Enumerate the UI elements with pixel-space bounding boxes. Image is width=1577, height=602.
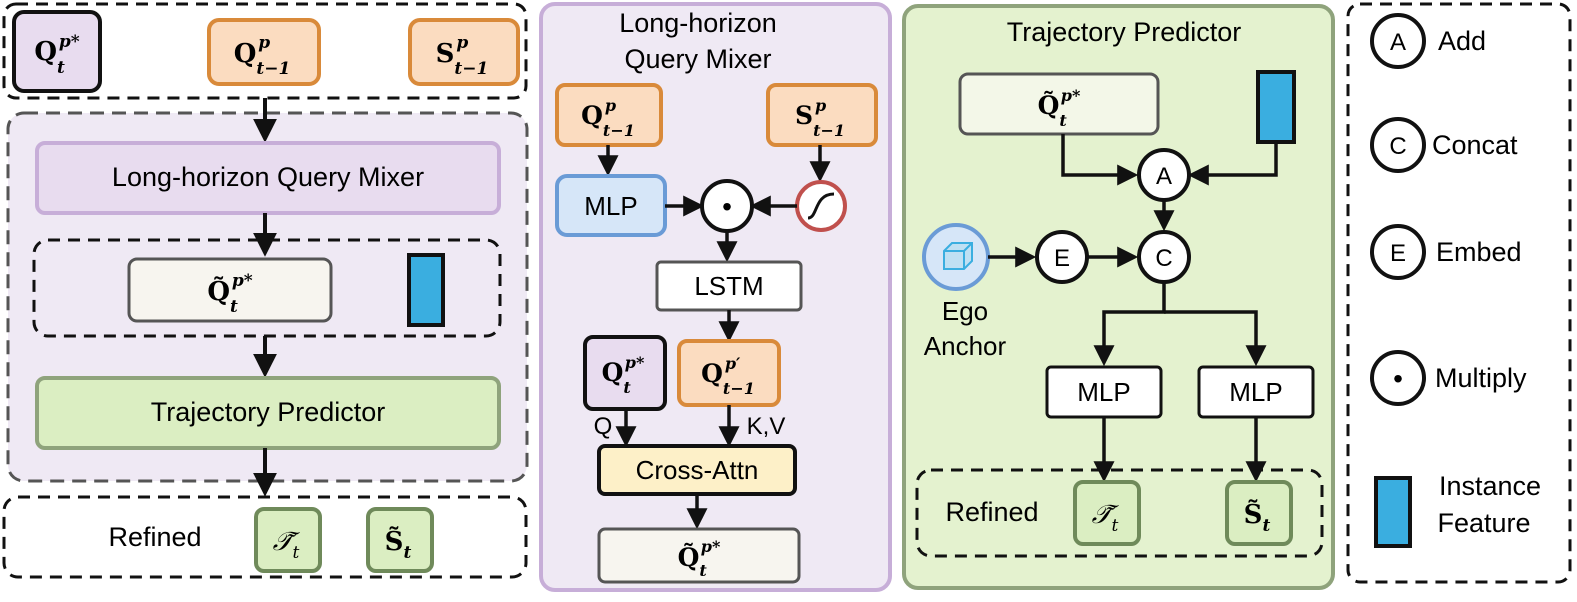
svg-text:Qtp*: Qtp* xyxy=(602,353,645,397)
ego-label-line1: Ego xyxy=(942,296,988,326)
mixer-q-prev[interactable]: Qt−1p xyxy=(555,83,663,147)
svg-text:A: A xyxy=(1390,29,1406,56)
svg-text:Q̃tp*: Q̃tp* xyxy=(678,537,721,580)
arrow-qtilde-to-add xyxy=(1061,134,1139,186)
ego-anchor-icon xyxy=(922,223,990,291)
mixer-s-prev[interactable]: St−1p xyxy=(766,83,878,147)
svg-text:St−1p: St−1p xyxy=(795,96,845,140)
svg-text:C: C xyxy=(1155,245,1172,272)
legend-item-add: A Add xyxy=(1370,13,1486,69)
predictor-detail-panel: Trajectory Predictor Q̃tp* A Ego Anchor … xyxy=(902,4,1335,590)
svg-text:MLP: MLP xyxy=(1077,377,1130,407)
svg-text:Qt−1p′: Qt−1p′ xyxy=(701,354,755,398)
mixer-sigmoid-node[interactable] xyxy=(795,180,847,232)
predictor-add-node[interactable]: A xyxy=(1137,148,1191,202)
mixer-title-line2: Query Mixer xyxy=(624,44,771,74)
svg-text:•: • xyxy=(1393,363,1403,394)
inputs-container xyxy=(2,2,528,100)
svg-text:Qt−1p: Qt−1p xyxy=(234,33,291,79)
overview-output-traj[interactable]: 𝒯̃t xyxy=(254,507,322,573)
svg-text:S̃t: S̃t xyxy=(1244,499,1271,536)
svg-text:A: A xyxy=(1156,163,1172,190)
svg-text:C: C xyxy=(1389,133,1406,160)
predictor-concat-node[interactable]: C xyxy=(1137,230,1191,284)
legend-panel: A Add C Concat E Embed • Multiply Instan… xyxy=(1346,2,1572,584)
mixer-lstm-box[interactable]: LSTM xyxy=(655,260,803,312)
svg-text:E: E xyxy=(1054,245,1070,272)
legend-item-embed: E Embed xyxy=(1370,224,1522,280)
predictor-output-traj[interactable]: 𝒯̃t xyxy=(1073,480,1141,546)
input-q-prev[interactable]: Qt−1p xyxy=(207,18,321,86)
outputs-container xyxy=(2,495,528,579)
overview-panel: Qtp* Qt−1p St−1p Long-horizon Query Mixe… xyxy=(2,2,529,579)
predictor-instance-feature xyxy=(1256,70,1296,144)
svg-text:E: E xyxy=(1390,240,1406,267)
mixer-q-prime[interactable]: Qt−1p′ xyxy=(677,339,781,407)
mixer-q-edge-label: Q xyxy=(594,413,613,440)
svg-text:St−1p: St−1p xyxy=(436,33,489,79)
mixer-q-tilde[interactable]: Q̃tp* xyxy=(597,527,801,584)
predictor-output-score[interactable]: S̃t xyxy=(1225,480,1293,546)
svg-text:Concat: Concat xyxy=(1432,130,1518,160)
mixer-kv-edge-label: K,V xyxy=(747,413,786,440)
svg-text:Instance: Instance xyxy=(1439,471,1541,501)
mixer-title-line1: Long-horizon xyxy=(619,8,777,38)
predictor-refined-label: Refined xyxy=(945,497,1038,527)
overview-q-tilde[interactable]: Q̃tp* xyxy=(127,257,333,323)
input-q-star[interactable]: Qtp* xyxy=(12,10,102,93)
svg-text:•: • xyxy=(722,191,732,222)
arrow-concat-to-mlp-right xyxy=(1164,310,1267,367)
overview-instance-feature xyxy=(407,253,445,327)
svg-text:Embed: Embed xyxy=(1436,237,1522,267)
overview-refined-label: Refined xyxy=(108,522,201,552)
svg-text:Q̃tp*: Q̃tp* xyxy=(207,271,252,317)
svg-text:Qtp*: Qtp* xyxy=(34,32,79,78)
mixer-q-star[interactable]: Qtp* xyxy=(583,335,667,411)
svg-text:Qt−1p: Qt−1p xyxy=(581,96,635,140)
mixer-lstm-label: LSTM xyxy=(694,271,763,301)
legend-item-concat: C Concat xyxy=(1370,117,1518,173)
predictor-outputs-container xyxy=(915,468,1324,558)
mixer-cross-attn-box[interactable]: Cross-Attn xyxy=(597,444,797,496)
predictor-mlp-right[interactable]: MLP xyxy=(1197,365,1315,419)
predictor-embed-node[interactable]: E xyxy=(1035,230,1089,284)
mixer-detail-panel: Long-horizon Query Mixer Qt−1p St−1p MLP… xyxy=(539,2,892,592)
overview-mixer-label: Long-horizon Query Mixer xyxy=(112,162,424,192)
legend-item-multiply: • Multiply xyxy=(1370,350,1527,406)
predictor-title: Trajectory Predictor xyxy=(1007,17,1242,47)
svg-text:S̃t: S̃t xyxy=(385,526,412,563)
predictor-q-tilde[interactable]: Q̃tp* xyxy=(958,72,1160,136)
sigmoid-icon xyxy=(807,192,835,220)
overview-predictor-label: Trajectory Predictor xyxy=(151,397,386,427)
svg-text:MLP: MLP xyxy=(1229,377,1282,407)
svg-text:Add: Add xyxy=(1438,26,1486,56)
mixer-cross-attn-label: Cross-Attn xyxy=(636,455,759,485)
mixer-mlp-label: MLP xyxy=(584,191,637,221)
svg-text:Q̃tp*: Q̃tp* xyxy=(1038,86,1081,130)
mixer-mlp-box[interactable]: MLP xyxy=(555,174,667,237)
arrow-feature-to-add xyxy=(1187,142,1278,186)
svg-text:Feature: Feature xyxy=(1437,508,1530,538)
overview-predictor-box[interactable]: Trajectory Predictor xyxy=(35,376,501,450)
svg-text:Multiply: Multiply xyxy=(1435,363,1527,393)
arrow-concat-to-mlp-left xyxy=(1093,282,1166,367)
input-s-prev[interactable]: St−1p xyxy=(408,18,520,86)
legend-item-instance-feature: Instance Feature xyxy=(1374,471,1541,548)
ego-label-line2: Anchor xyxy=(924,331,1007,361)
predictor-mlp-left[interactable]: MLP xyxy=(1045,365,1163,419)
overview-output-score[interactable]: S̃t xyxy=(366,507,434,573)
overview-mixer-box[interactable]: Long-horizon Query Mixer xyxy=(35,141,501,215)
instance-feature-icon xyxy=(1374,476,1412,548)
mixer-multiply-node[interactable]: • xyxy=(700,179,754,233)
